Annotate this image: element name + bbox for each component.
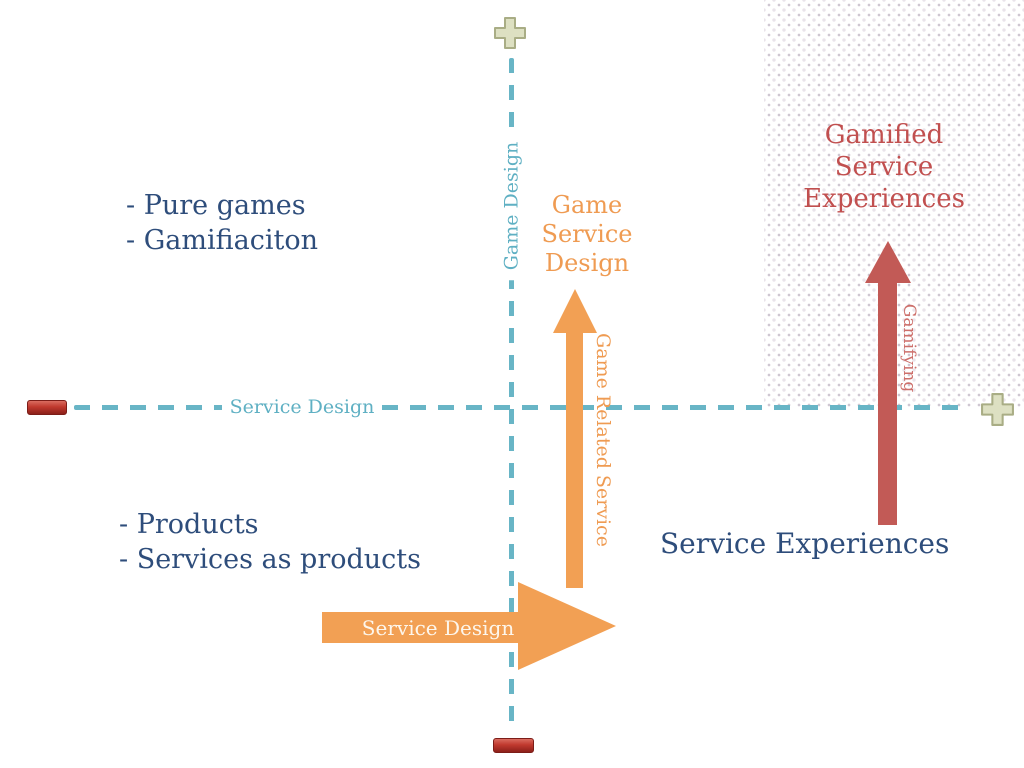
- bottom-left-quadrant-list: - Products - Services as products: [119, 507, 421, 577]
- horizontal-axis-label: Service Design: [220, 391, 384, 423]
- heading-line: Design: [544, 249, 630, 277]
- top-left-quadrant-list: - Pure games - Gamifiaciton: [126, 188, 318, 258]
- plus-icon: [493, 16, 527, 54]
- vertical-axis-line: [509, 58, 514, 728]
- heading-line: Service: [541, 220, 633, 248]
- minus-icon: [493, 738, 534, 753]
- heading-line: Service: [834, 152, 934, 182]
- arrow-label-text: Service Design: [361, 615, 515, 640]
- right-arrow-shaft-orange: Service Design: [322, 612, 520, 643]
- plus-icon: [980, 392, 1015, 431]
- list-item: - Gamifiaciton: [126, 225, 318, 256]
- game-service-design-heading: Game Service Design: [517, 191, 657, 278]
- horizontal-axis-line: [74, 405, 970, 410]
- minus-icon: [27, 400, 67, 415]
- service-experiences-label: Service Experiences: [660, 527, 950, 560]
- gamifying-arrow-label: Gamifying: [894, 288, 924, 408]
- up-arrow-head-orange: [553, 289, 597, 333]
- list-item: - Products: [119, 509, 259, 540]
- up-arrow-shaft-orange: [566, 331, 583, 588]
- list-item: - Pure games: [126, 190, 306, 221]
- list-item: - Services as products: [119, 544, 421, 575]
- gamified-service-experiences-heading: Gamified Service Experiences: [789, 119, 979, 215]
- up-arrow-head-red: [865, 241, 911, 283]
- horizontal-axis-label-text: Service Design: [221, 394, 383, 420]
- up-arrow-shaft-red: [878, 281, 897, 525]
- heading-line: Experiences: [803, 184, 965, 214]
- heading-line: Game: [551, 191, 623, 219]
- game-related-service-arrow-label: Game Related Service: [585, 330, 621, 550]
- arrow-label-text: Gamifying: [899, 303, 919, 393]
- heading-line: Gamified: [824, 120, 944, 150]
- arrow-label-text: Game Related Service: [592, 333, 615, 547]
- right-arrow-head-orange: [518, 582, 616, 670]
